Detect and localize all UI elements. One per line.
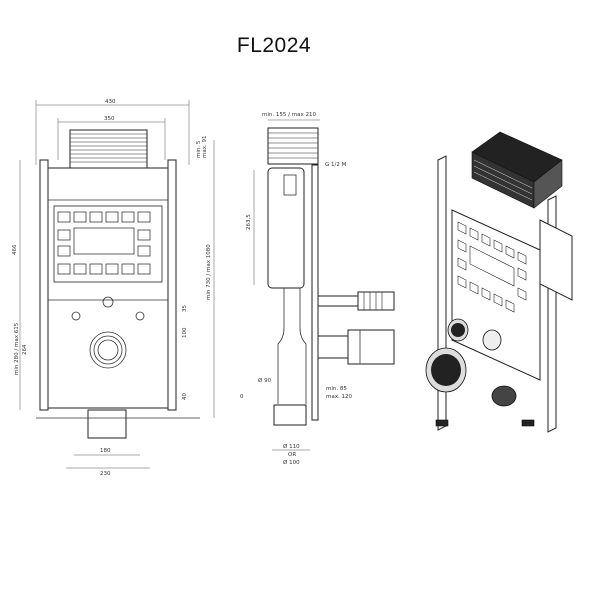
dim-100: 100	[182, 327, 188, 338]
dim-width-total: 430	[105, 99, 116, 105]
dim-width-inner: 350	[104, 116, 115, 122]
dim-max120: max. 120	[326, 394, 352, 400]
dim-264: 264	[22, 344, 28, 355]
dim-phi100: Ø 100	[283, 459, 300, 466]
dim-min-max-5: min. 5max. 91	[196, 136, 208, 158]
dim-height-adjust: min 730 / max 1080	[206, 244, 212, 300]
dim-g-thread: G 1/2 M	[325, 162, 347, 168]
front-view: 430 350	[12, 99, 244, 477]
dim-35: 35	[182, 305, 188, 312]
drawing-title: FL2024	[236, 34, 312, 57]
isometric-view	[425, 131, 573, 433]
dim-min280: min 280 / max 615	[14, 322, 20, 375]
dim-263: 263,5	[246, 214, 252, 230]
dim-min85: min. 85	[326, 386, 347, 392]
dim-230: 230	[100, 471, 111, 477]
dim-phi90: Ø 90	[258, 377, 272, 384]
dim-side-min155: min. 155 / max 210	[262, 112, 316, 118]
dim-40: 40	[182, 393, 188, 400]
dim-phi110: Ø 110	[283, 443, 300, 450]
dim-height-total: 466	[12, 244, 18, 255]
dim-180: 180	[100, 448, 111, 454]
side-view: min. 155 / max 210 G 1/2 M 263,5 Ø 90 mi…	[246, 112, 395, 466]
dim-0: 0	[240, 394, 244, 400]
dim-or: OR	[288, 452, 296, 458]
